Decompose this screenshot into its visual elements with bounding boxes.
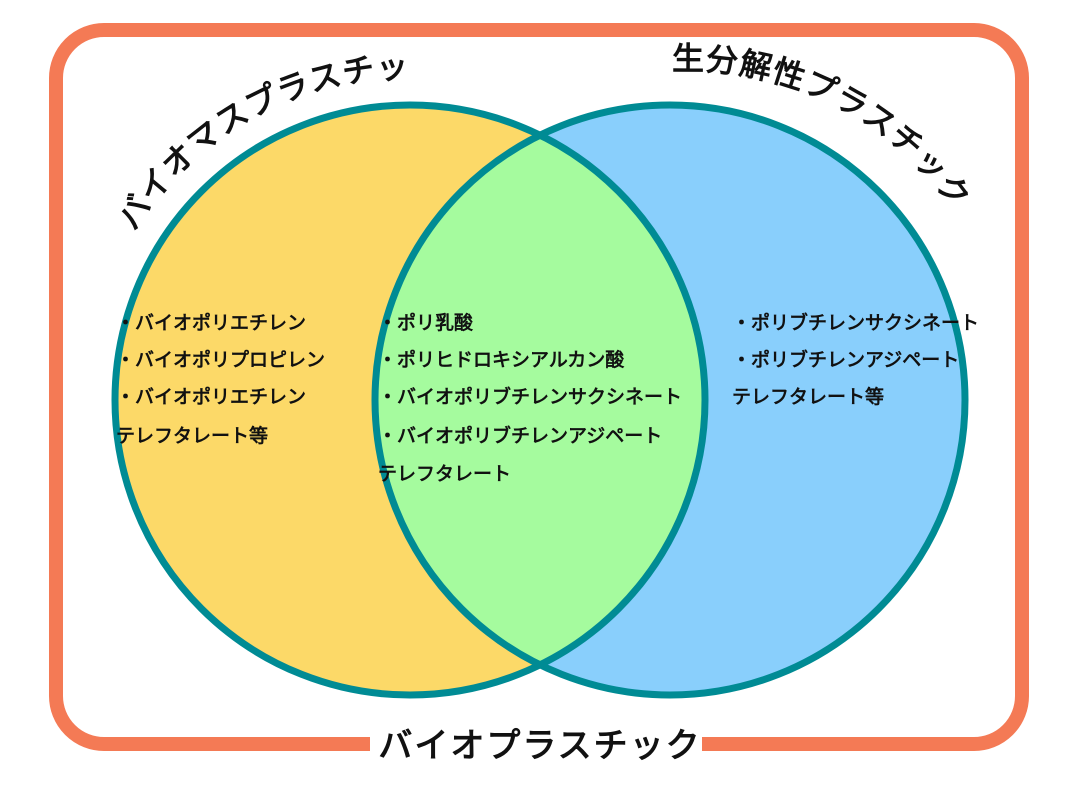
bottom-label-gap <box>370 726 702 764</box>
biodegradable-item: ・ポリブチレンサクシネート <box>732 311 979 334</box>
overlap-item: テレフタレート <box>378 463 511 485</box>
overlap-region <box>375 105 705 695</box>
overlap-item: ・ポリ乳酸 <box>378 311 474 334</box>
overlap-item: ・バイオポリブチレンアジペート <box>378 424 662 447</box>
biomass-item: ・バイオポリエチレン <box>116 311 306 334</box>
biomass-circle-outline <box>111 101 709 699</box>
overlap-list: ・ポリ乳酸 ・ポリヒドロキシアルカン酸 ・バイオポリブチレンサクシネート ・バイ… <box>378 311 682 485</box>
overlap-item: ・バイオポリブチレンサクシネート <box>378 385 682 408</box>
biomass-plastic-list: ・バイオポリエチレン ・バイオポリプロピレン ・バイオポリエチレン テレフタレー… <box>116 311 325 447</box>
biomass-item: テレフタレート等 <box>116 424 268 447</box>
biomass-item: ・バイオポリプロピレン <box>116 348 325 371</box>
biodegradable-item: ・ポリブチレンアジペート <box>732 348 959 371</box>
overlap-item: ・ポリヒドロキシアルカン酸 <box>378 348 625 371</box>
biodegradable-item: テレフタレート等 <box>732 385 884 408</box>
biodegradable-circle-outline <box>371 101 969 699</box>
biodegradable-plastic-list: ・ポリブチレンサクシネート ・ポリブチレンアジペート テレフタレート等 <box>732 311 979 408</box>
biomass-item: ・バイオポリエチレン <box>116 385 306 408</box>
bioplastic-label: バイオプラスチック <box>378 726 701 766</box>
